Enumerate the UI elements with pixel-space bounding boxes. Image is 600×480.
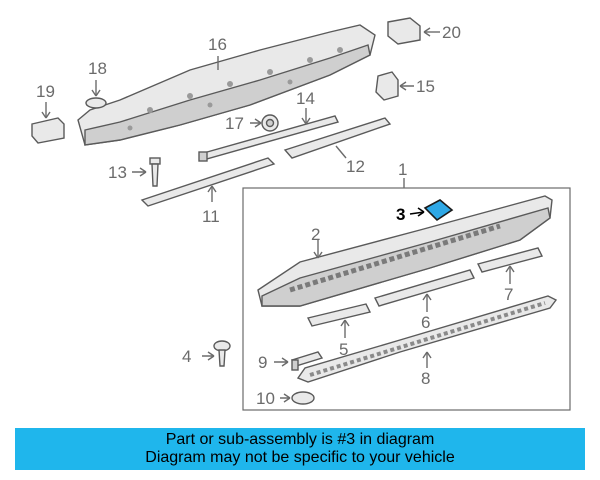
part-5-pad[interactable] — [306, 303, 372, 327]
info-banner: Part or sub-assembly is #3 in diagram Di… — [15, 428, 585, 470]
part-15-bracket[interactable] — [375, 71, 399, 101]
assembly-box — [242, 187, 571, 411]
part-12-trim[interactable] — [283, 117, 392, 159]
part-20-clip[interactable] — [387, 17, 421, 45]
banner-line-1: Part or sub-assembly is #3 in diagram — [165, 431, 435, 448]
part-3-highlighted-pad[interactable] — [423, 199, 454, 222]
callout-10: 10 — [256, 389, 275, 408]
part-8-step-strip[interactable] — [296, 295, 558, 383]
callout-6: 6 — [421, 313, 430, 332]
part-10-grommet[interactable] — [291, 391, 315, 405]
part-17-push-clip[interactable] — [261, 114, 279, 132]
callout-16: 16 — [208, 35, 227, 54]
part-19-block[interactable] — [31, 117, 65, 144]
part-13-screw[interactable] — [149, 157, 161, 187]
callout-17: 17 — [225, 114, 244, 133]
callout-15: 15 — [416, 77, 435, 96]
callout-12: 12 — [346, 157, 365, 176]
callout-11: 11 — [202, 207, 220, 226]
callout-14: 14 — [296, 89, 315, 108]
callout-13: 13 — [108, 163, 127, 182]
parts-diagram: 16 20 15 18 19 17 14 12 — [31, 17, 571, 411]
part-2-running-board[interactable] — [257, 195, 553, 307]
part-9-retainer[interactable] — [290, 351, 324, 371]
callout-4: 4 — [182, 347, 191, 366]
callout-2: 2 — [311, 225, 320, 244]
part-7-pad[interactable] — [476, 247, 544, 273]
part-4-clip[interactable] — [213, 340, 231, 367]
callout-1: 1 — [398, 160, 407, 179]
banner-line-2: Diagram may not be specific to your vehi… — [145, 449, 455, 466]
callout-19: 19 — [36, 82, 55, 101]
part-6-pad[interactable] — [373, 269, 476, 307]
callout-20: 20 — [442, 23, 461, 42]
part-14-strip[interactable] — [198, 115, 340, 162]
part-11-trim[interactable] — [140, 157, 276, 207]
part-16-rocker-panel[interactable] — [77, 24, 376, 146]
part-18-grommet[interactable] — [85, 97, 107, 109]
callout-5: 5 — [339, 340, 348, 359]
callout-7: 7 — [504, 285, 513, 304]
callout-3: 3 — [396, 205, 405, 224]
callout-9: 9 — [258, 353, 267, 372]
callout-8: 8 — [421, 369, 430, 388]
callout-18: 18 — [88, 59, 107, 78]
